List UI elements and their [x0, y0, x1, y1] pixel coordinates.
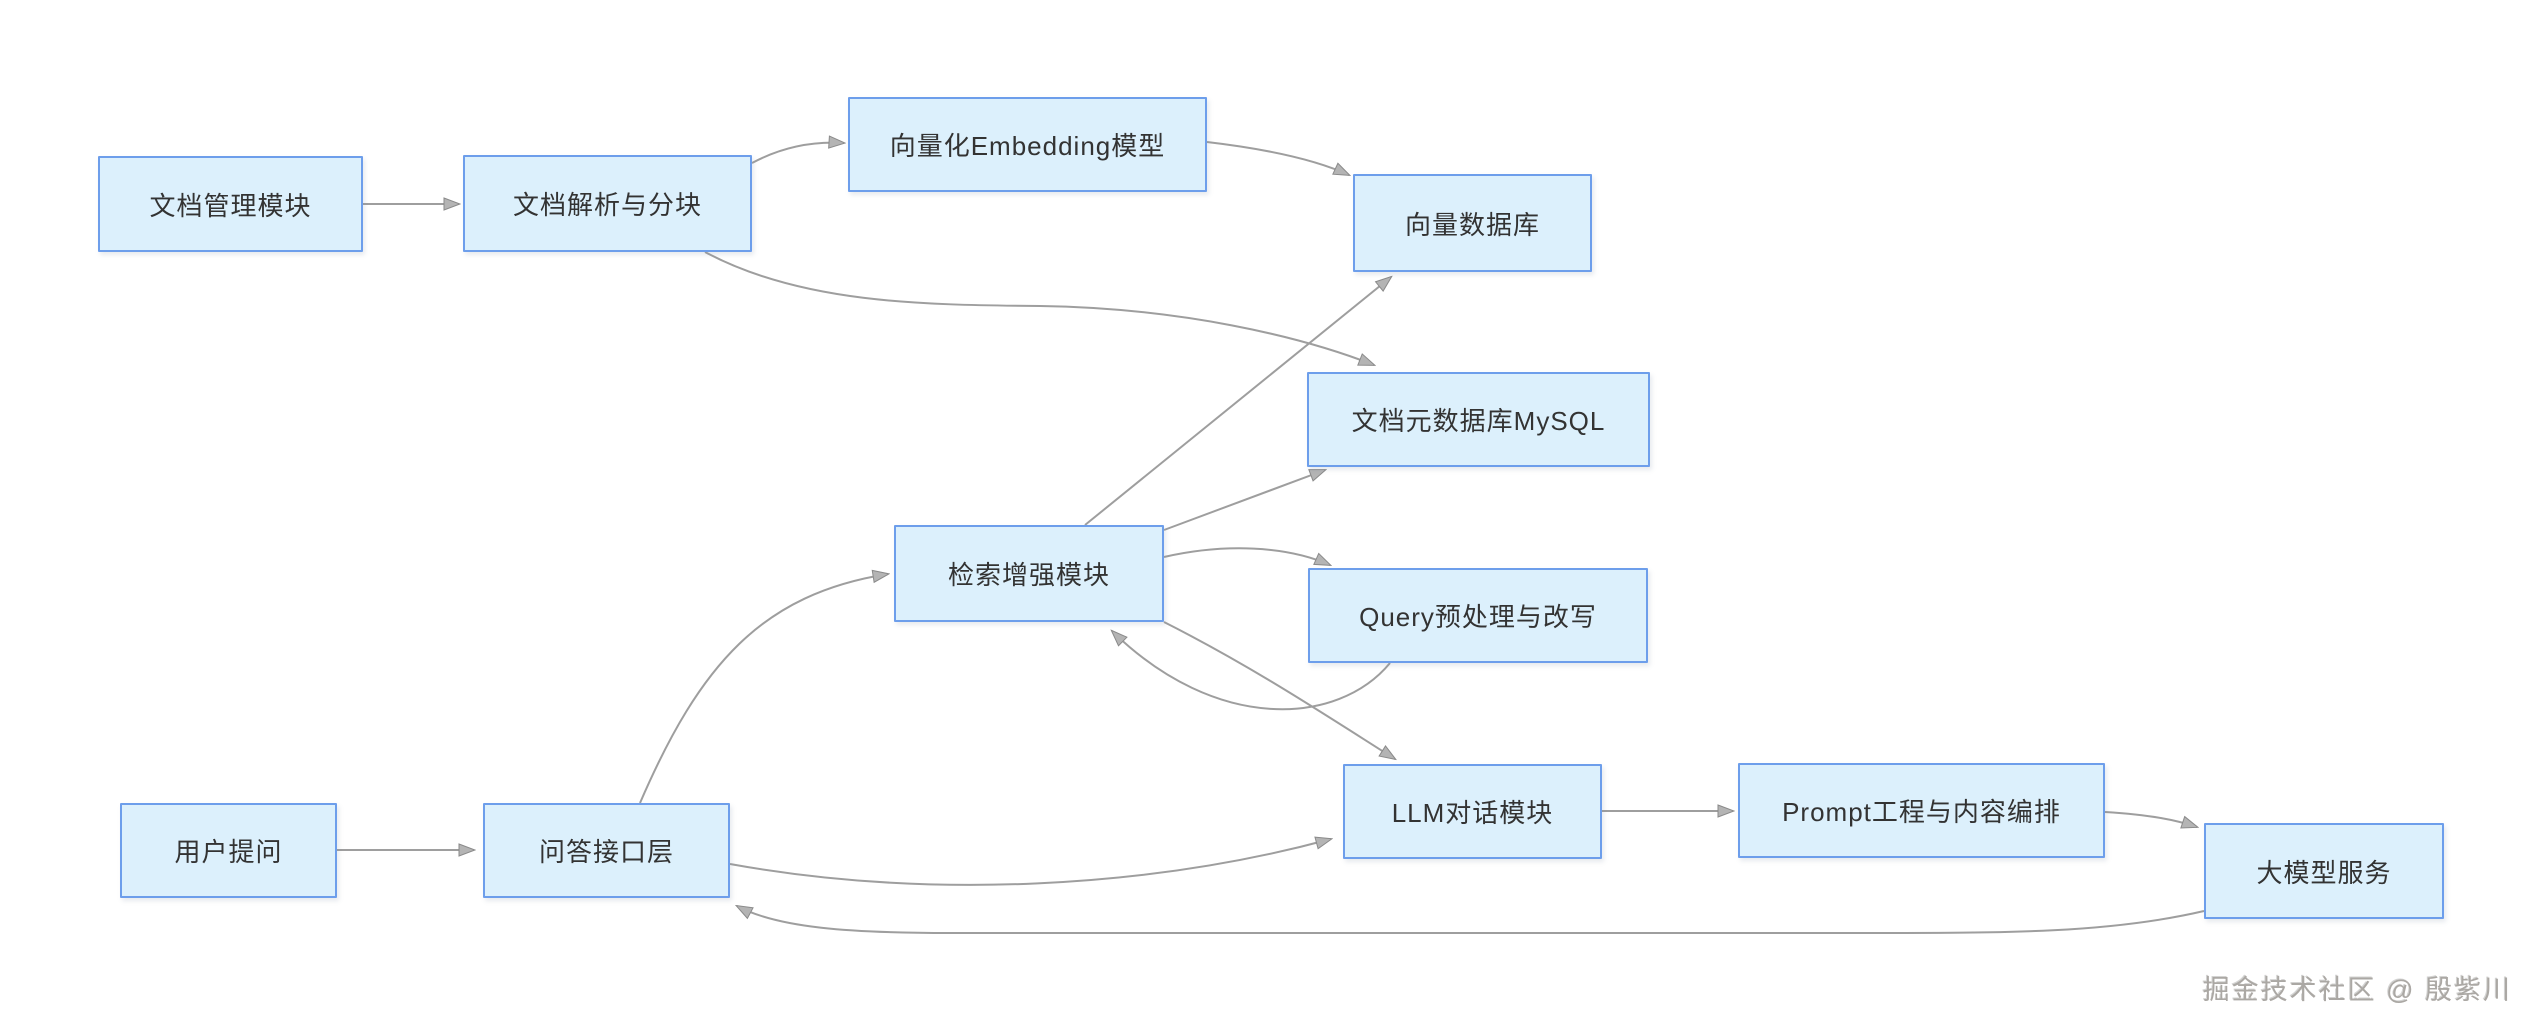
node-embedding: 向量化Embedding模型 [848, 97, 1207, 192]
node-vector-db: 向量数据库 [1353, 174, 1592, 272]
node-retrieval: 检索增强模块 [894, 525, 1164, 622]
node-qa-interface: 问答接口层 [483, 803, 730, 898]
node-doc-parse: 文档解析与分块 [463, 155, 752, 252]
node-llm-service: 大模型服务 [2204, 823, 2444, 919]
node-llm: LLM对话模块 [1343, 764, 1602, 859]
node-prompt: Prompt工程与内容编排 [1738, 763, 2105, 858]
node-mysql: 文档元数据库MySQL [1307, 372, 1650, 467]
watermark: 掘金技术社区 @ 殷紫川 [2202, 975, 2512, 1005]
node-query: Query预处理与改写 [1308, 568, 1648, 663]
edge-doc-parse-to-embedding [751, 143, 844, 164]
edge-qa-interface-to-llm [729, 839, 1331, 886]
edge-retrieval-to-vector-db [1084, 277, 1391, 526]
node-user-question: 用户提问 [120, 803, 337, 898]
edge-retrieval-to-query [1163, 547, 1330, 565]
edge-llm-service-to-qa-interface [737, 906, 2205, 934]
edge-embedding-to-vector-db [1206, 141, 1349, 175]
edge-prompt-to-llm-service [2104, 811, 2197, 827]
edge-qa-interface-to-retrieval [639, 574, 888, 804]
node-doc-manage: 文档管理模块 [98, 156, 363, 252]
edge-query-to-retrieval [1112, 631, 1391, 711]
edge-doc-parse-to-mysql [704, 251, 1374, 366]
edge-retrieval-to-mysql [1163, 469, 1325, 531]
edge-retrieval-to-llm [1163, 621, 1395, 759]
